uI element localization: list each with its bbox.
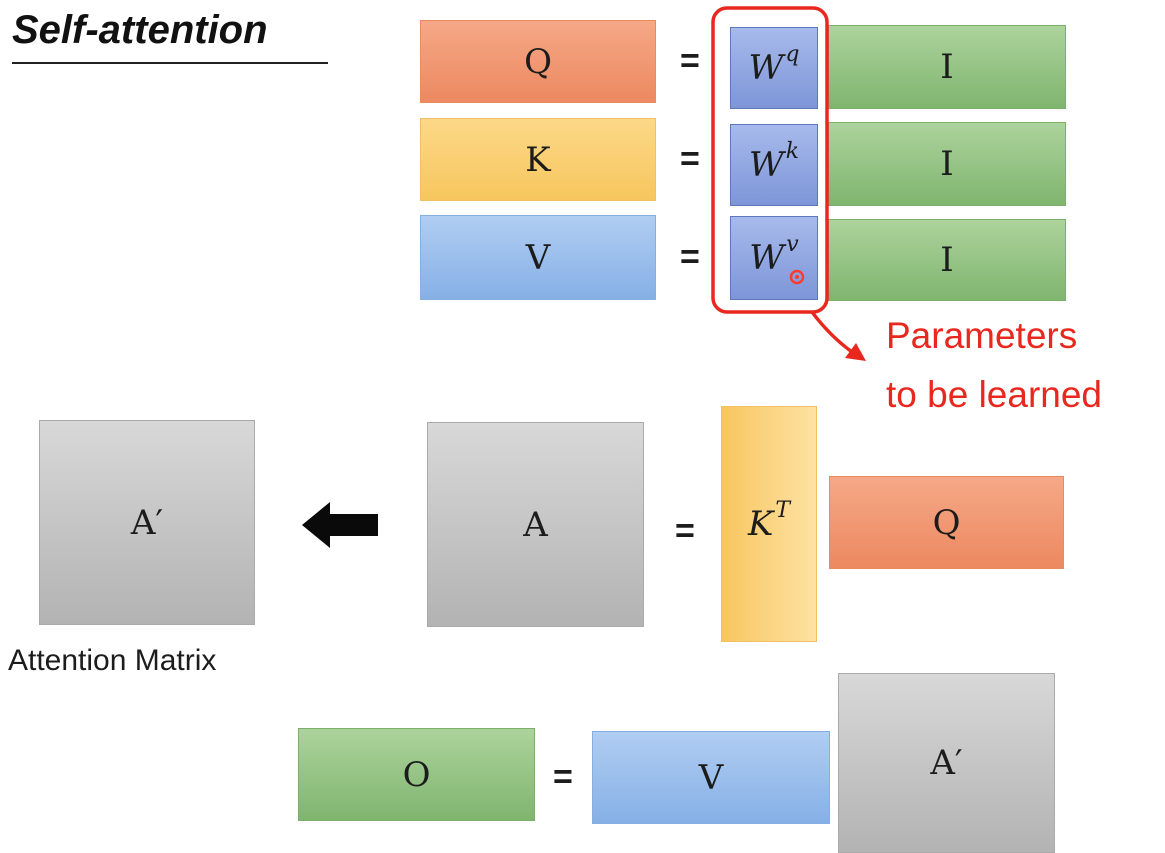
input-label-v: I	[940, 240, 954, 280]
output-matrix: O	[298, 728, 535, 821]
input-label-q: I	[940, 47, 954, 87]
slide-title: Self-attention	[12, 8, 268, 52]
wv-superscript: v	[786, 231, 799, 257]
input-matrix-k: I	[828, 122, 1066, 206]
q-attention-label: Q	[932, 502, 961, 543]
a-label: A	[523, 504, 548, 545]
output-label: O	[402, 754, 431, 795]
wk-superscript: k	[785, 138, 800, 164]
wq-superscript: q	[785, 41, 800, 67]
params-label-line1: Parameters	[886, 315, 1078, 356]
title-underline	[12, 62, 328, 64]
wv-base: W	[749, 238, 785, 278]
attention-matrix-caption: Attention Matrix	[8, 644, 217, 677]
output-equals-sign: =	[553, 758, 573, 796]
attention-equals-sign: =	[675, 512, 695, 550]
k-label: K	[525, 139, 551, 180]
input-label-k: I	[940, 144, 954, 184]
input-matrix-v: I	[828, 219, 1066, 301]
left-arrow-icon	[302, 502, 378, 548]
k-matrix: K	[420, 118, 656, 201]
wq-base: W	[748, 48, 784, 88]
q-label: Q	[524, 41, 552, 82]
kt-base: K	[747, 504, 774, 544]
a-prime-output-label: A′	[930, 743, 963, 783]
input-matrix-q: I	[828, 25, 1066, 109]
a-prime-matrix: A′	[39, 420, 255, 625]
params-arrow-line	[810, 310, 854, 354]
params-label-line2: to be learned	[886, 374, 1103, 415]
v-label: V	[525, 237, 551, 278]
a-matrix: A	[427, 422, 644, 627]
q-matrix-attention: Q	[829, 476, 1064, 569]
a-prime-label: A′	[130, 502, 164, 543]
q-matrix: Q	[420, 20, 656, 103]
params-arrow-head	[845, 343, 866, 361]
wk-base: W	[748, 145, 784, 185]
v-equals-sign: =	[680, 238, 700, 276]
v-output-label: V	[698, 757, 724, 798]
q-equals-sign: =	[680, 42, 700, 80]
k-equals-sign: =	[680, 140, 700, 178]
kt-superscript: T	[775, 497, 791, 523]
v-matrix: V	[420, 215, 656, 300]
v-matrix-output: V	[592, 731, 830, 824]
a-prime-matrix-output: A′	[838, 673, 1055, 853]
